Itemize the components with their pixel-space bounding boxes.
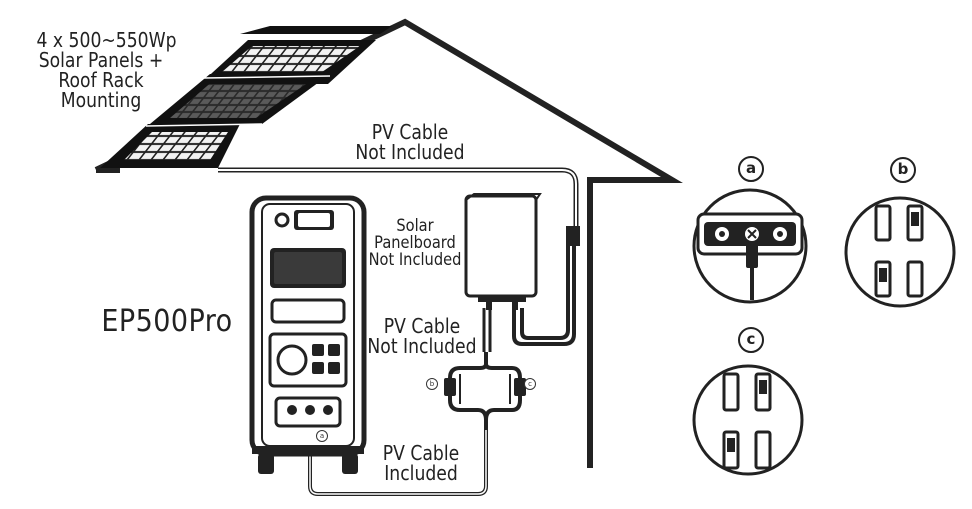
- model-name-label: EP500Pro: [101, 304, 233, 339]
- solar-panels-label-line-2: Solar Panels +: [38, 48, 164, 72]
- pv-cable-top-label-line-2: Not Included: [355, 140, 465, 164]
- mini-marker-c: c: [524, 378, 536, 390]
- solar-panels-label: 4 x 500~550Wp Solar Panels + Roof Rack M…: [36, 28, 177, 112]
- pv-cable-top-label: PV Cable Not Included: [350, 122, 470, 162]
- pv-cable-bottom-inner: [309, 412, 487, 495]
- pv-cable-bottom-label-line-2: Included: [384, 461, 458, 485]
- branch-connector-b: [444, 378, 456, 396]
- detail-circle-c: [692, 364, 804, 476]
- mini-marker-b: b: [426, 378, 438, 390]
- branch-connector: [448, 352, 522, 430]
- pv-cable-bottom-label: PV Cable Included: [365, 443, 477, 483]
- ep500pro-unit: [249, 195, 367, 474]
- panelboard-label: Solar Panelboard Not Included: [368, 218, 463, 269]
- pv-cable-mid: [482, 308, 492, 352]
- cable-connector-top: [566, 226, 580, 246]
- detail-circle-a: [692, 188, 808, 304]
- pv-cable-mid-label: PV Cable Not Included: [362, 316, 482, 356]
- pv-cable-bottom-label-line-1: PV Cable: [382, 441, 460, 465]
- panelboard-label-line-2: Panelboard: [374, 233, 456, 253]
- solar-panelboard: [464, 193, 542, 310]
- callout-badge-a: a: [738, 156, 764, 182]
- callout-badge-b: b: [890, 157, 916, 183]
- panelboard-label-line-3: Not Included: [368, 250, 462, 270]
- pv-cable-top-inner: [218, 169, 577, 232]
- branch-connector-c: [514, 378, 526, 396]
- solar-panels-label-line-4: Mounting: [60, 88, 142, 112]
- detail-circle-b: [844, 196, 956, 308]
- panelboard-output-cable: [512, 236, 576, 346]
- callout-badge-c: c: [738, 327, 764, 353]
- pv-cable-mid-label-line-2: Not Included: [367, 334, 477, 358]
- panelboard-label-line-1: Solar: [396, 216, 434, 236]
- pv-cable-mid-label-line-1: PV Cable: [383, 314, 461, 338]
- pv-cable-top-label-line-1: PV Cable: [371, 120, 449, 144]
- solar-panel-array: [100, 26, 392, 168]
- solar-panels-label-line-1: 4 x 500~550Wp: [36, 28, 177, 52]
- solar-panels-label-line-3: Roof Rack: [58, 68, 144, 92]
- mini-marker-a: a: [316, 430, 328, 442]
